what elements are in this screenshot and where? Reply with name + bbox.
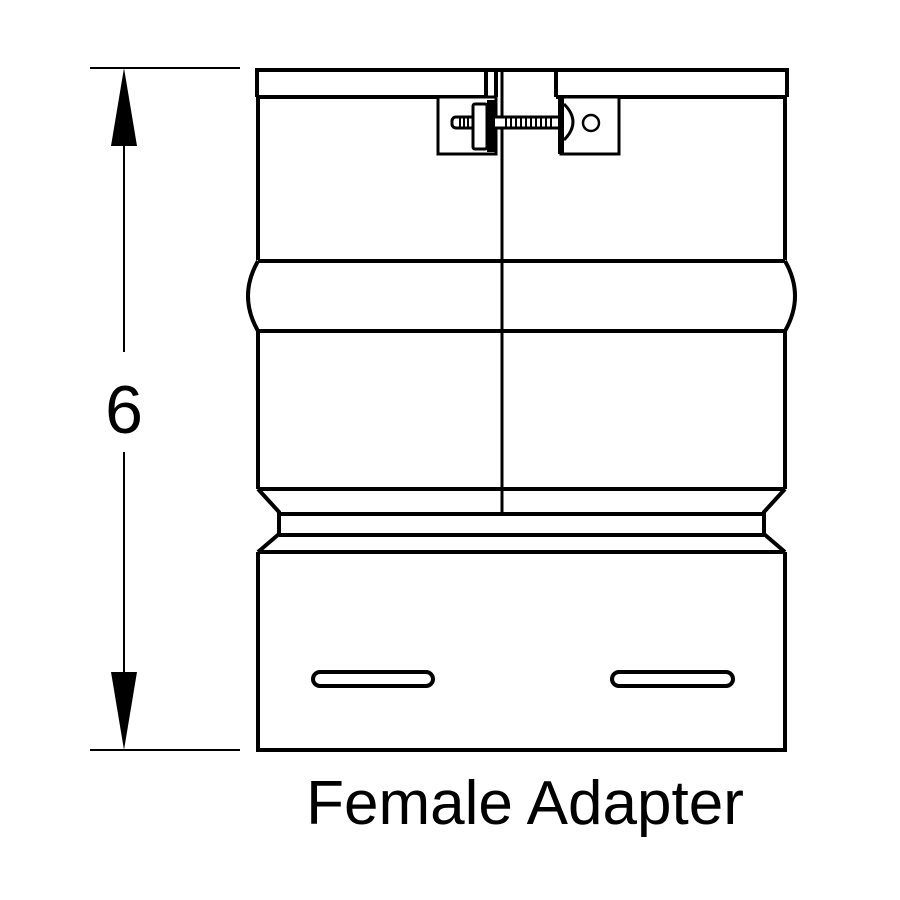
slot-right xyxy=(610,670,735,688)
top-collar xyxy=(255,68,789,99)
bead-band xyxy=(246,259,797,333)
clamp-bolt xyxy=(450,98,601,154)
arrow-down-icon xyxy=(111,672,137,750)
dimension-label: 6 xyxy=(93,370,155,450)
hex-nut xyxy=(471,102,489,151)
slot-left xyxy=(311,670,435,688)
wing-nut xyxy=(581,113,601,133)
lower-sleeve xyxy=(256,552,787,752)
diagram-title: Female Adapter xyxy=(306,769,744,838)
arrow-up-icon xyxy=(111,68,137,146)
adapter-body xyxy=(246,97,797,752)
taper-neck xyxy=(256,487,787,554)
